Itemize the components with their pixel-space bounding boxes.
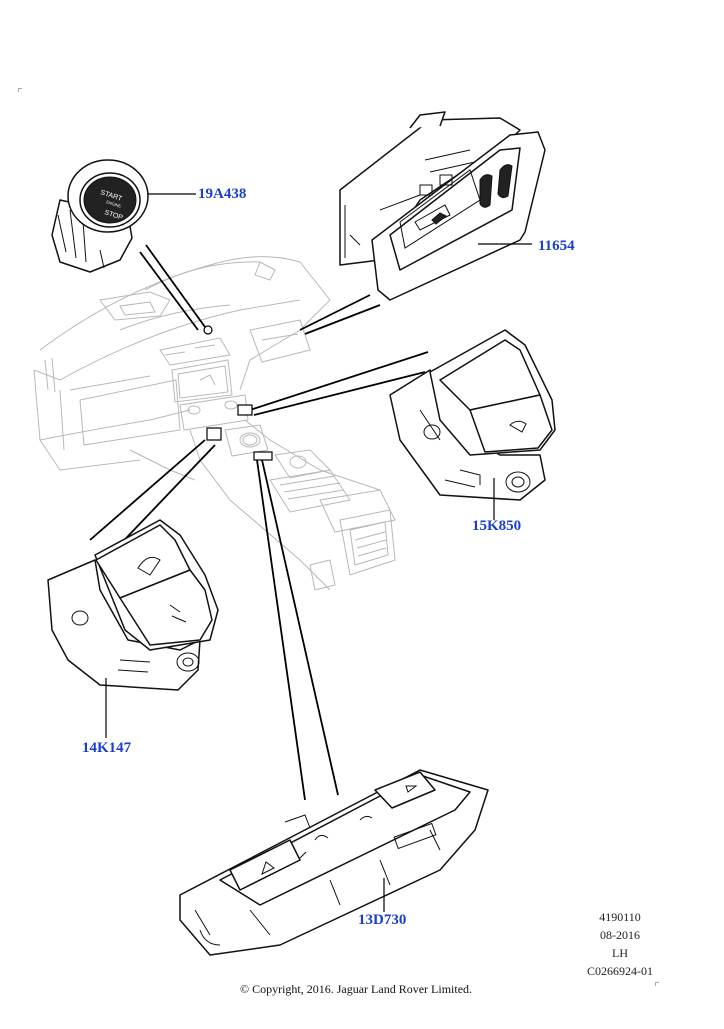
engine-label: ENGINE [106,199,122,209]
right-switch-illustration [389,329,556,501]
callout-19A438: 19A438 [198,186,247,202]
left-switch-illustration [47,519,219,691]
rear-switch-panel-illustration [179,769,489,956]
dashboard-illustration [33,256,396,591]
leader-lines [89,244,429,801]
callout-14K147: 14K147 [82,740,132,756]
reference-code: C0266924-01 [587,964,653,978]
copyright-notice: © Copyright, 2016. Jaguar Land Rover Lim… [239,982,473,996]
callout-13D730: 13D730 [358,912,407,928]
corner-mark [655,982,659,986]
reference-number: 4190110 [599,910,641,924]
callout-15K850: 15K850 [472,518,522,534]
terrain-switch-pack-illustration [339,111,546,301]
corner-mark [18,88,22,92]
callout-11654: 11654 [538,238,575,254]
reference-side: LH [612,946,628,960]
start-stop-button-illustration: START ENGINE STOP [51,159,149,273]
reference-date: 08-2016 [600,928,640,942]
